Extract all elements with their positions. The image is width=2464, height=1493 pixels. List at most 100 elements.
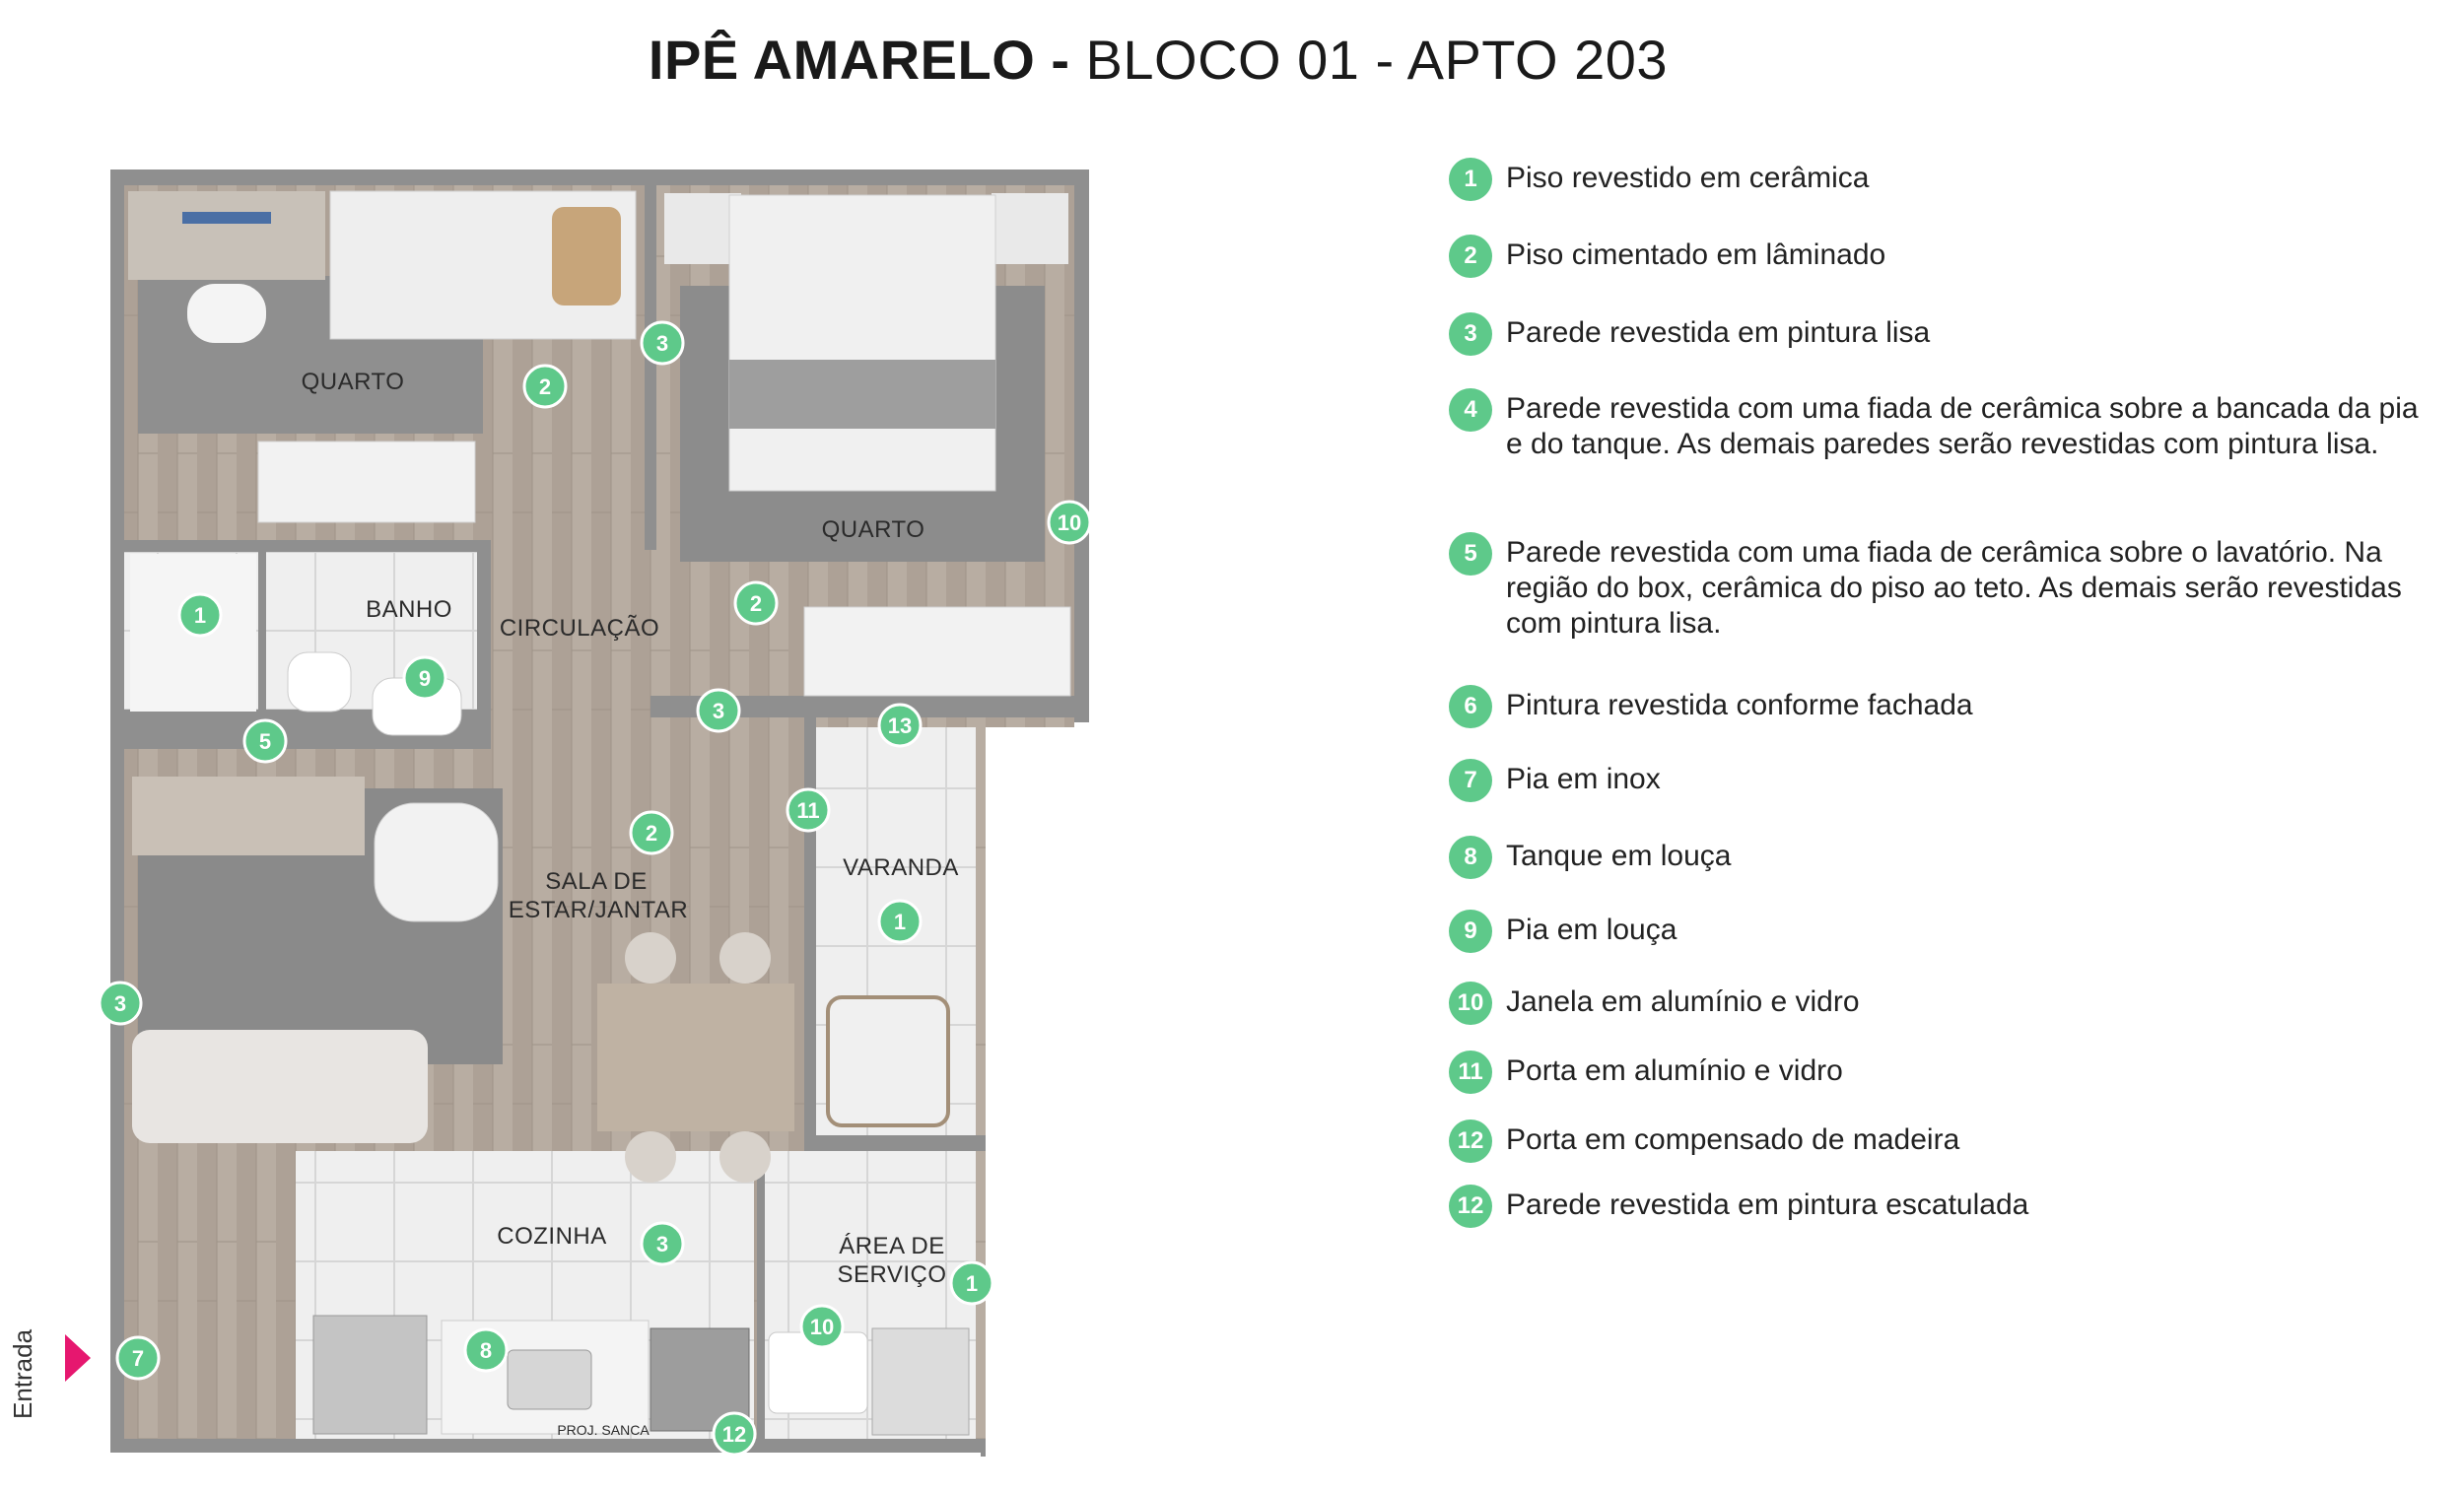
varanda-chair bbox=[826, 995, 950, 1127]
legend-item-number: 12 bbox=[1449, 1185, 1492, 1228]
legend-item: 5 Parede revestida com uma fiada de cerâm… bbox=[1449, 532, 2442, 642]
marker-8-num: 5 bbox=[259, 729, 271, 754]
wall-quarto1-bottom bbox=[110, 540, 485, 552]
legend-item: 12 Porta em compensado de madeira bbox=[1449, 1120, 2442, 1163]
legend-item-number: 10 bbox=[1449, 982, 1492, 1025]
legend-item-text: Pia em inox bbox=[1506, 763, 1661, 795]
marker-16: 10 bbox=[799, 1304, 845, 1349]
washer bbox=[871, 1327, 970, 1436]
entrance-arrow-icon bbox=[65, 1334, 91, 1382]
label-circulacao: CIRCULAÇÃO bbox=[500, 615, 659, 642]
label-banho: BANHO bbox=[366, 596, 452, 623]
marker-15-num: 1 bbox=[966, 1271, 978, 1296]
legend-item-text: Porta em compensado de madeira bbox=[1506, 1123, 1960, 1156]
marker-11: 11 bbox=[786, 787, 831, 833]
dining-chair-4 bbox=[719, 1131, 771, 1183]
marker-15: 1 bbox=[949, 1260, 994, 1306]
marker-8: 5 bbox=[242, 718, 288, 764]
outer-right-cut bbox=[1089, 714, 1099, 724]
legend-item-text: Parede revestida com uma fiada de cerâmi… bbox=[1506, 536, 2402, 640]
legend-item-text: Parede revestida em pintura lisa bbox=[1506, 316, 1931, 349]
marker-9: 3 bbox=[696, 688, 741, 733]
wall-quarto1-right bbox=[645, 185, 656, 550]
legend-item-text: Pintura revestida conforme fachada bbox=[1506, 689, 1973, 721]
monitor bbox=[182, 212, 271, 224]
marker-11-num: 11 bbox=[796, 798, 819, 823]
marker-17: 8 bbox=[463, 1327, 509, 1373]
legend-item-number: 1 bbox=[1449, 158, 1492, 201]
label-varanda: VARANDA bbox=[843, 854, 959, 881]
marker-18-num: 7 bbox=[132, 1346, 144, 1371]
notch-white bbox=[986, 727, 1094, 1457]
floor-plan: QUARTO QUARTO BANHO CIRCULAÇÃO SALA DE E… bbox=[65, 170, 1099, 1457]
marker-12: 2 bbox=[629, 810, 674, 855]
label-sala-2: ESTAR/JANTAR bbox=[509, 897, 688, 923]
legend-item-number: 6 bbox=[1449, 685, 1492, 728]
marker-4-num: 10 bbox=[1058, 510, 1081, 535]
page-title: IPÊ AMARELO - BLOCO 01 - APTO 203 bbox=[0, 28, 2316, 92]
sofa bbox=[132, 1030, 428, 1143]
legend-item: 7 Pia em inox bbox=[1449, 759, 2442, 802]
legend-item-text: Porta em alumínio e vidro bbox=[1506, 1054, 1843, 1087]
toilet bbox=[287, 651, 352, 713]
wall-varanda-left bbox=[804, 717, 816, 1151]
dining-table bbox=[597, 984, 794, 1131]
bed-double bbox=[728, 194, 996, 492]
marker-7: 9 bbox=[402, 655, 447, 701]
legend-item: 11 Porta em alumínio e vidro bbox=[1449, 1051, 2442, 1094]
bed-pillow-1 bbox=[552, 207, 621, 305]
marker-10: 13 bbox=[877, 703, 923, 748]
marker-13-num: 1 bbox=[894, 910, 906, 934]
marker-13: 1 bbox=[877, 899, 923, 944]
legend-item-number: 3 bbox=[1449, 312, 1492, 356]
legend-item-number: 12 bbox=[1449, 1120, 1492, 1163]
fridge bbox=[312, 1315, 428, 1435]
legend-item: 6 Pintura revestida conforme fachada bbox=[1449, 685, 2442, 728]
marker-10-num: 13 bbox=[888, 713, 912, 738]
marker-12-num: 2 bbox=[646, 821, 657, 846]
label-proj-sanca: PROJ. SANCA bbox=[557, 1422, 650, 1438]
label-area-1: ÁREA DE bbox=[839, 1233, 945, 1259]
marker-3-num: 3 bbox=[114, 991, 126, 1016]
wardrobe-q1 bbox=[257, 441, 476, 523]
legend-item-number: 5 bbox=[1449, 532, 1492, 576]
label-cozinha: COZINHA bbox=[497, 1223, 607, 1250]
legend-item-number: 7 bbox=[1449, 759, 1492, 802]
legend-item-number: 2 bbox=[1449, 235, 1492, 278]
marker-20: 4 bbox=[420, 1414, 433, 1439]
marker-3: 3 bbox=[98, 981, 143, 1026]
marker-5: 1 bbox=[177, 592, 223, 638]
chair-q1 bbox=[187, 284, 266, 343]
wall-varanda-bottom bbox=[804, 1135, 986, 1151]
label-sala-1: SALA DE bbox=[545, 868, 648, 895]
marker-14: 3 bbox=[640, 1221, 685, 1266]
legend-item-text: Piso cimentado em lâminado bbox=[1506, 238, 1886, 271]
legend-item-number: 11 bbox=[1449, 1051, 1492, 1094]
marker-19: 12 bbox=[712, 1411, 757, 1457]
wall-quarto2-bottom bbox=[650, 696, 1084, 717]
dining-chair-2 bbox=[719, 932, 771, 984]
legend-item-number: 8 bbox=[1449, 836, 1492, 879]
dining-chair-1 bbox=[625, 932, 676, 984]
legend-item: 8 Tanque em louça bbox=[1449, 836, 2442, 879]
wall-banho-div bbox=[258, 548, 266, 715]
wall-kitchen-div bbox=[757, 1151, 765, 1447]
bed-blanket bbox=[729, 360, 995, 429]
title-unit: BLOCO 01 - APTO 203 bbox=[1069, 29, 1669, 91]
marker-1: 3 bbox=[640, 320, 685, 366]
legend-item: 3 Parede revestida em pintura lisa bbox=[1449, 312, 2442, 356]
label-quarto-2: QUARTO bbox=[822, 516, 925, 543]
legend-item: 2 Piso cimentado em lâminado bbox=[1449, 235, 2442, 278]
legend-item-text: Tanque em louça bbox=[1506, 840, 1732, 872]
marker-6: 2 bbox=[733, 580, 779, 626]
legend-item-text: Pia em louça bbox=[1506, 914, 1677, 946]
marker-5-num: 1 bbox=[194, 603, 206, 628]
nightstand-left bbox=[664, 193, 741, 264]
title-project: IPÊ AMARELO - bbox=[648, 29, 1070, 91]
label-quarto-1: QUARTO bbox=[302, 369, 405, 395]
wardrobe-q2 bbox=[803, 606, 1071, 697]
